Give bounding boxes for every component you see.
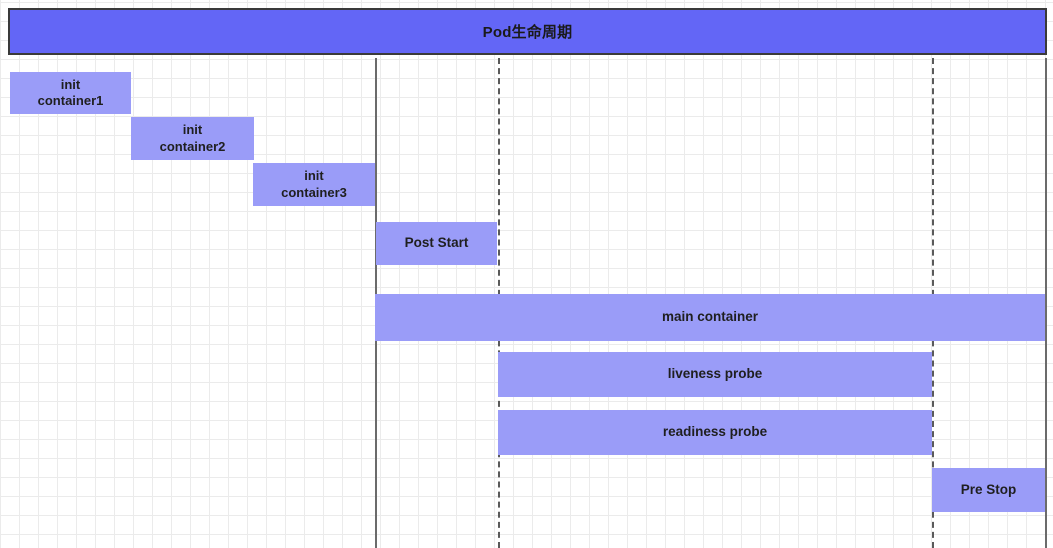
- bar-label-post-start-hook: Post Start: [404, 235, 469, 251]
- bar-init-container-2[interactable]: init container2: [131, 117, 254, 160]
- bar-label-liveness-probe: liveness probe: [667, 366, 763, 382]
- page-title: Pod生命周期: [482, 24, 573, 41]
- bar-pre-stop-hook[interactable]: Pre Stop: [932, 468, 1045, 512]
- bar-label-readiness-probe: readiness probe: [662, 424, 768, 440]
- bar-label-main-container: main container: [661, 309, 759, 325]
- bar-main-container[interactable]: main container: [375, 294, 1045, 341]
- bar-init-container-3[interactable]: init container3: [253, 163, 375, 206]
- bar-readiness-probe[interactable]: readiness probe: [498, 410, 932, 455]
- bar-init-container-1[interactable]: init container1: [10, 72, 131, 114]
- divider-pod-end-boundary: [1045, 58, 1047, 548]
- diagram-title-banner: Pod生命周期: [8, 8, 1047, 55]
- bar-label-init-container-1: init container1: [37, 76, 104, 108]
- bar-label-init-container-3: init container3: [281, 168, 347, 200]
- bar-post-start-hook[interactable]: Post Start: [376, 222, 497, 265]
- bar-liveness-probe[interactable]: liveness probe: [498, 352, 932, 397]
- bar-label-pre-stop-hook: Pre Stop: [960, 481, 1017, 497]
- bar-label-init-container-2: init container2: [159, 122, 226, 154]
